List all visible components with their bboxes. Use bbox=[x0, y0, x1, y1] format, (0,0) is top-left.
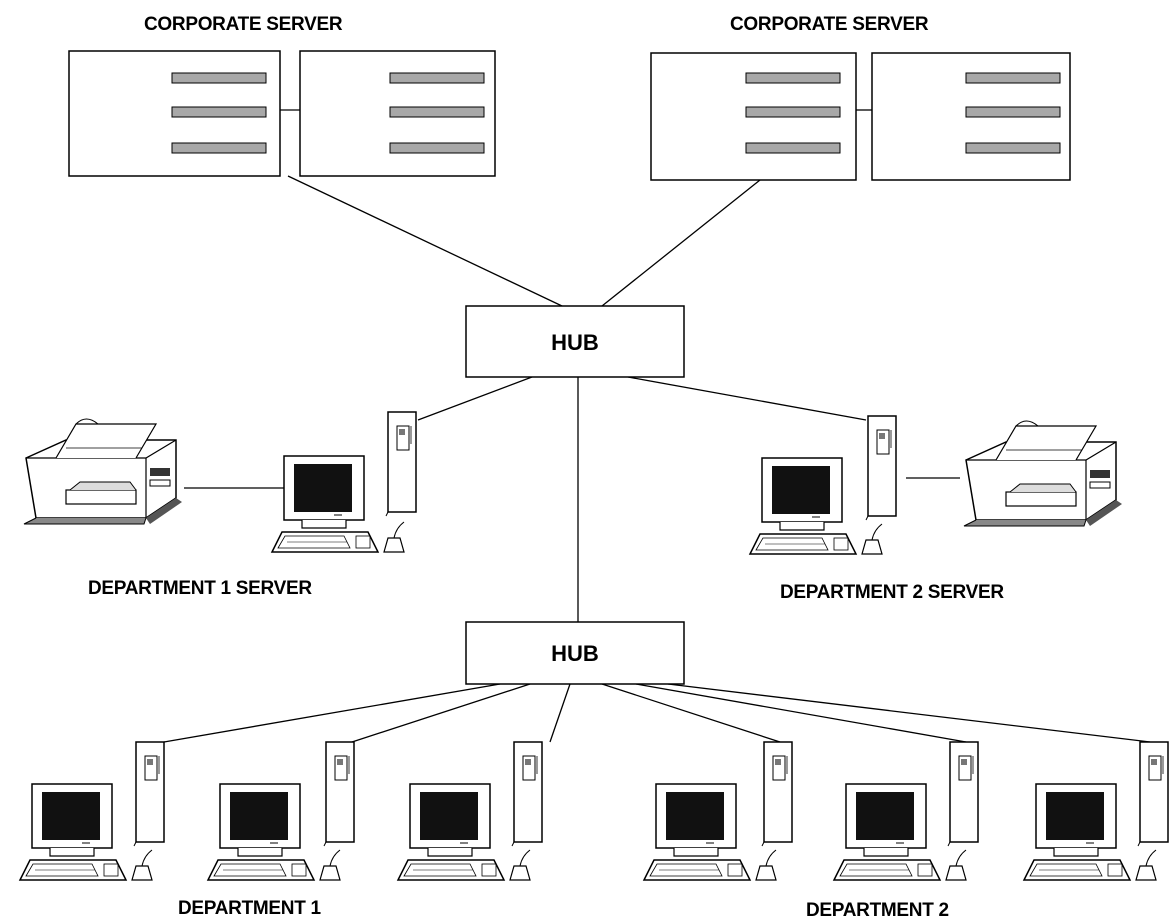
tower-icon bbox=[947, 741, 979, 847]
corporate-server-left bbox=[68, 50, 496, 177]
tower-icon bbox=[133, 741, 165, 847]
workstation-icon bbox=[749, 457, 883, 555]
workstation-icon bbox=[1023, 783, 1157, 881]
tower-icon bbox=[511, 741, 543, 847]
corporate-server-right bbox=[650, 52, 1071, 181]
department-2-workstations bbox=[643, 741, 1169, 881]
link-corp-left-hub bbox=[287, 175, 563, 307]
link-hub-ws4 bbox=[601, 683, 781, 743]
workstation-icon bbox=[833, 783, 967, 881]
hub-bottom: HUB bbox=[465, 621, 685, 685]
link-corp-right-hub bbox=[601, 179, 761, 307]
tower-icon bbox=[323, 741, 355, 847]
hub-top-label: HUB bbox=[551, 330, 599, 355]
department-1-label: DEPARTMENT 1 bbox=[178, 898, 322, 919]
link-hub-ws1 bbox=[163, 683, 501, 743]
tower-icon bbox=[761, 741, 793, 847]
department-1-server-label: DEPARTMENT 1 SERVER bbox=[88, 578, 312, 599]
workstation-icon bbox=[271, 455, 405, 553]
link-hub-ws3 bbox=[549, 683, 571, 743]
connection-lines bbox=[163, 109, 1151, 743]
workstation-icon bbox=[19, 783, 153, 881]
workstation-icon bbox=[397, 783, 531, 881]
tower-icon bbox=[385, 411, 417, 517]
printer-icon bbox=[23, 418, 183, 525]
workstation-icon bbox=[207, 783, 341, 881]
department-2-server-label: DEPARTMENT 2 SERVER bbox=[780, 582, 1004, 603]
printer-icon bbox=[963, 420, 1123, 527]
hub-top: HUB bbox=[465, 305, 685, 378]
link-hub-ws6 bbox=[667, 683, 1151, 743]
corporate-server-right-label: CORPORATE SERVER bbox=[730, 14, 929, 35]
department-2-label: DEPARTMENT 2 bbox=[806, 900, 949, 921]
corporate-server-left-label: CORPORATE SERVER bbox=[144, 14, 343, 35]
link-hub-dept2-server bbox=[627, 376, 867, 421]
department-2-server-group bbox=[749, 415, 1123, 555]
tower-icon bbox=[865, 415, 897, 521]
workstation-icon bbox=[643, 783, 777, 881]
hub-bottom-label: HUB bbox=[551, 641, 599, 666]
link-hub-dept1-server bbox=[417, 376, 533, 421]
tower-icon bbox=[1137, 741, 1169, 847]
link-hub-ws5 bbox=[635, 683, 967, 743]
department-1-workstations bbox=[19, 741, 543, 881]
department-1-server-group bbox=[23, 411, 417, 553]
link-hub-ws2 bbox=[351, 683, 531, 743]
